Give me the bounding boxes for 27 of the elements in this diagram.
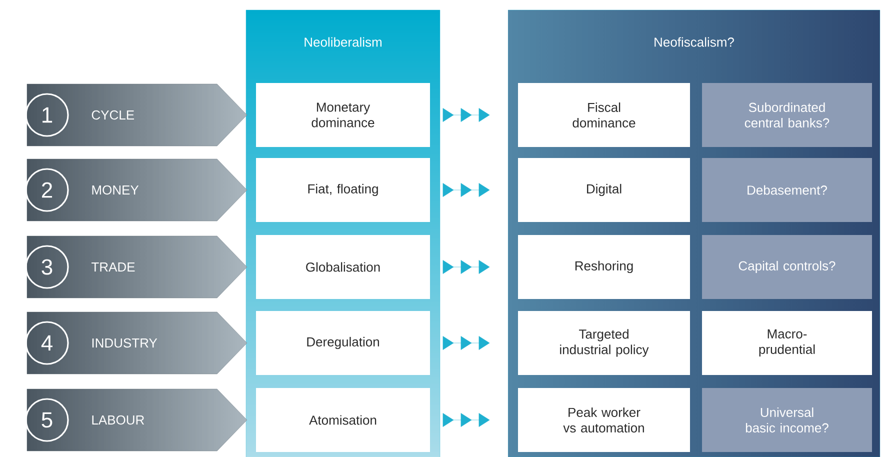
text-box: Targeted industrial policy [518,311,690,375]
text-box: Fiscal dominance [518,83,690,147]
row-label: TRADE [92,262,135,272]
text-box: Reshoring [518,235,690,299]
chevron-arrows [442,336,490,350]
column-heading: Neoliberalism [304,37,382,47]
text-box: Digital [518,158,690,222]
chevron-arrows [442,108,490,122]
chevron-arrows [442,260,490,274]
text-box: Fiat, floating [256,158,430,222]
row-label: INDUSTRY [92,338,158,348]
row-label: CYCLE [92,110,134,120]
text-box: Universal basic income? [702,388,872,452]
text-box: Atomisation [256,388,430,452]
text-box: Monetary dominance [256,83,430,147]
row-label: MONEY [92,185,139,195]
row-label: LABOUR [92,415,144,425]
column-heading: Neofiscalism? [654,37,734,47]
text-box: Deregulation [256,311,430,375]
text-box: Capital controls? [702,235,872,299]
text-box: Globalisation [256,235,430,299]
text-box: Subordinated central banks? [702,83,872,147]
chevron-arrows [442,183,490,197]
text-box: Debasement? [702,158,872,222]
chevron-arrows [442,413,490,427]
text-box: Macro-prudential [702,311,872,375]
text-box: Peak worker vs automation [518,388,690,452]
